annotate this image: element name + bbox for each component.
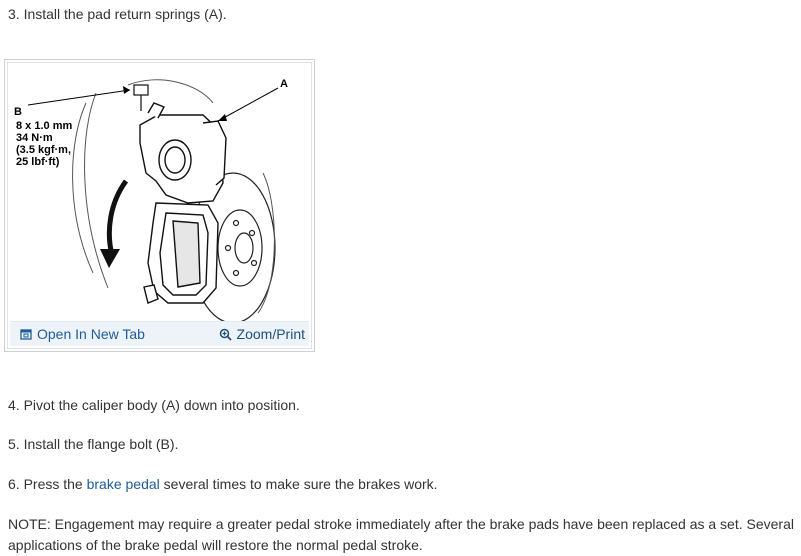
magnifier-zoom-icon — [219, 328, 232, 341]
step-6-text: 6. Press the brake pedal several times t… — [8, 476, 438, 493]
note-text: NOTE: Engagement may require a greater p… — [8, 516, 794, 553]
brake-pedal-link[interactable]: brake pedal — [86, 476, 160, 492]
zoom-print-button[interactable]: Zoom/Print — [219, 326, 305, 342]
bolt-spec-line: 25 lbf·ft) — [16, 156, 60, 168]
brake-caliper-diagram — [27, 79, 279, 323]
step-6-suffix: several times to make sure the brakes wo… — [159, 476, 438, 492]
leader-line-b — [27, 89, 131, 106]
bolt-spec-line: 34 N·m — [16, 132, 53, 144]
brake-caliper-figure: A B 8 x 1.0 mm 34 N·m (3.5 kgf·m, 25 lbf… — [4, 59, 315, 352]
step-3-text: 3. Install the pad return springs (A). — [8, 6, 227, 22]
bolt-spec: 8 x 1.0 mm 34 N·m (3.5 kgf·m, 25 lbf·ft) — [16, 120, 72, 168]
bolt-spec-line: (3.5 kgf·m, — [16, 144, 72, 156]
pivot-arrow — [106, 179, 129, 256]
callout-label-a: A — [280, 78, 288, 90]
figure-toolbar: Open In New Tab Zoom/Print — [10, 321, 309, 346]
open-in-new-tab-button[interactable]: Open In New Tab — [20, 326, 145, 342]
zoom-print-label: Zoom/Print — [236, 326, 305, 342]
leader-line-a — [217, 87, 279, 122]
bolt-spec-line: 8 x 1.0 mm — [16, 120, 73, 132]
figure-frame: A B 8 x 1.0 mm 34 N·m (3.5 kgf·m, 25 lbf… — [7, 62, 312, 349]
step-4-text: 4. Pivot the caliper body (A) down into … — [8, 397, 300, 413]
callout-label-b: B — [14, 106, 22, 118]
open-new-tab-icon — [20, 329, 32, 340]
step-6-prefix: 6. Press the — [8, 476, 87, 492]
open-in-new-tab-label: Open In New Tab — [37, 326, 145, 342]
step-5-text: 5. Install the flange bolt (B). — [8, 436, 179, 452]
